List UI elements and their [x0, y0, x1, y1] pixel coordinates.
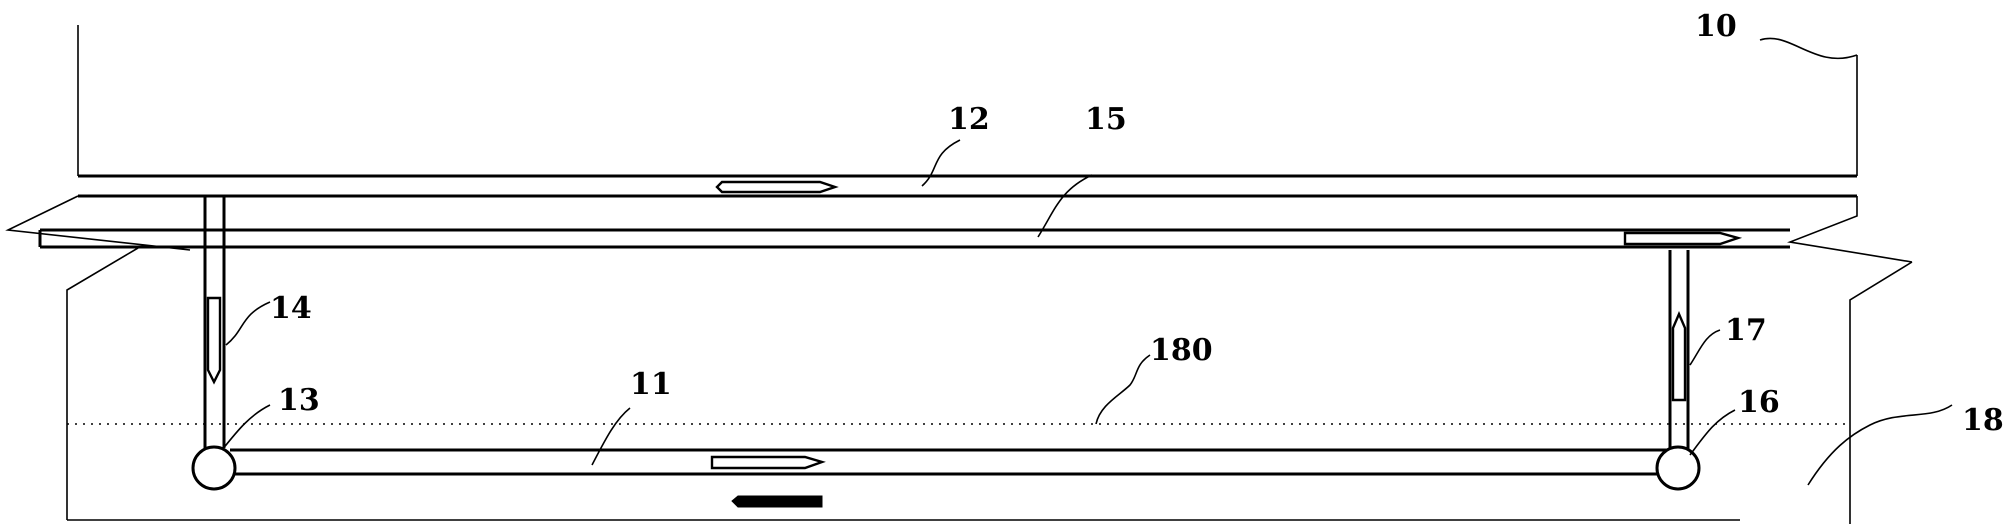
node-16 [1655, 445, 1701, 491]
label-12: 12 [948, 102, 990, 137]
label-180: 180 [1150, 333, 1213, 368]
label-17: 17 [1725, 313, 1767, 348]
direction-arrow-solid [731, 495, 823, 508]
leader-lines [221, 37, 1953, 486]
label-15: 15 [1085, 102, 1127, 137]
leader-16 [1689, 409, 1736, 456]
leader-11 [591, 407, 631, 466]
label-14: 14 [270, 291, 312, 326]
leader-17 [1689, 329, 1721, 366]
plate-15 [5, 195, 1913, 263]
upper-channel-12 [78, 174, 1857, 198]
node-13 [191, 445, 237, 491]
leader-18 [1807, 404, 1953, 486]
leader-180 [1095, 354, 1151, 425]
label-16: 16 [1738, 385, 1780, 420]
leader-12 [921, 139, 961, 187]
vertical-pipe-14 [203, 196, 226, 448]
label-13: 13 [278, 383, 320, 418]
flow-arrow-up-pipe-17 [1671, 310, 1687, 402]
label-18: 18 [1962, 403, 2004, 438]
lower-body-outline [66, 247, 1913, 524]
lower-channel-11 [230, 448, 1668, 476]
flow-arrow-lower-channel [710, 455, 826, 470]
flow-arrow-upper-channel [715, 180, 839, 194]
leader-10 [1759, 37, 1858, 60]
leader-13 [221, 404, 271, 451]
label-11: 11 [630, 367, 672, 402]
flow-arrow-down-pipe-14 [206, 296, 222, 385]
leader-15 [1037, 174, 1093, 238]
leader-14 [225, 301, 271, 346]
flow-arrow-plate [1623, 231, 1743, 246]
upper-body-outline [77, 25, 1858, 176]
vertical-pipe-17 [1668, 250, 1690, 450]
label-10: 10 [1695, 9, 1737, 44]
